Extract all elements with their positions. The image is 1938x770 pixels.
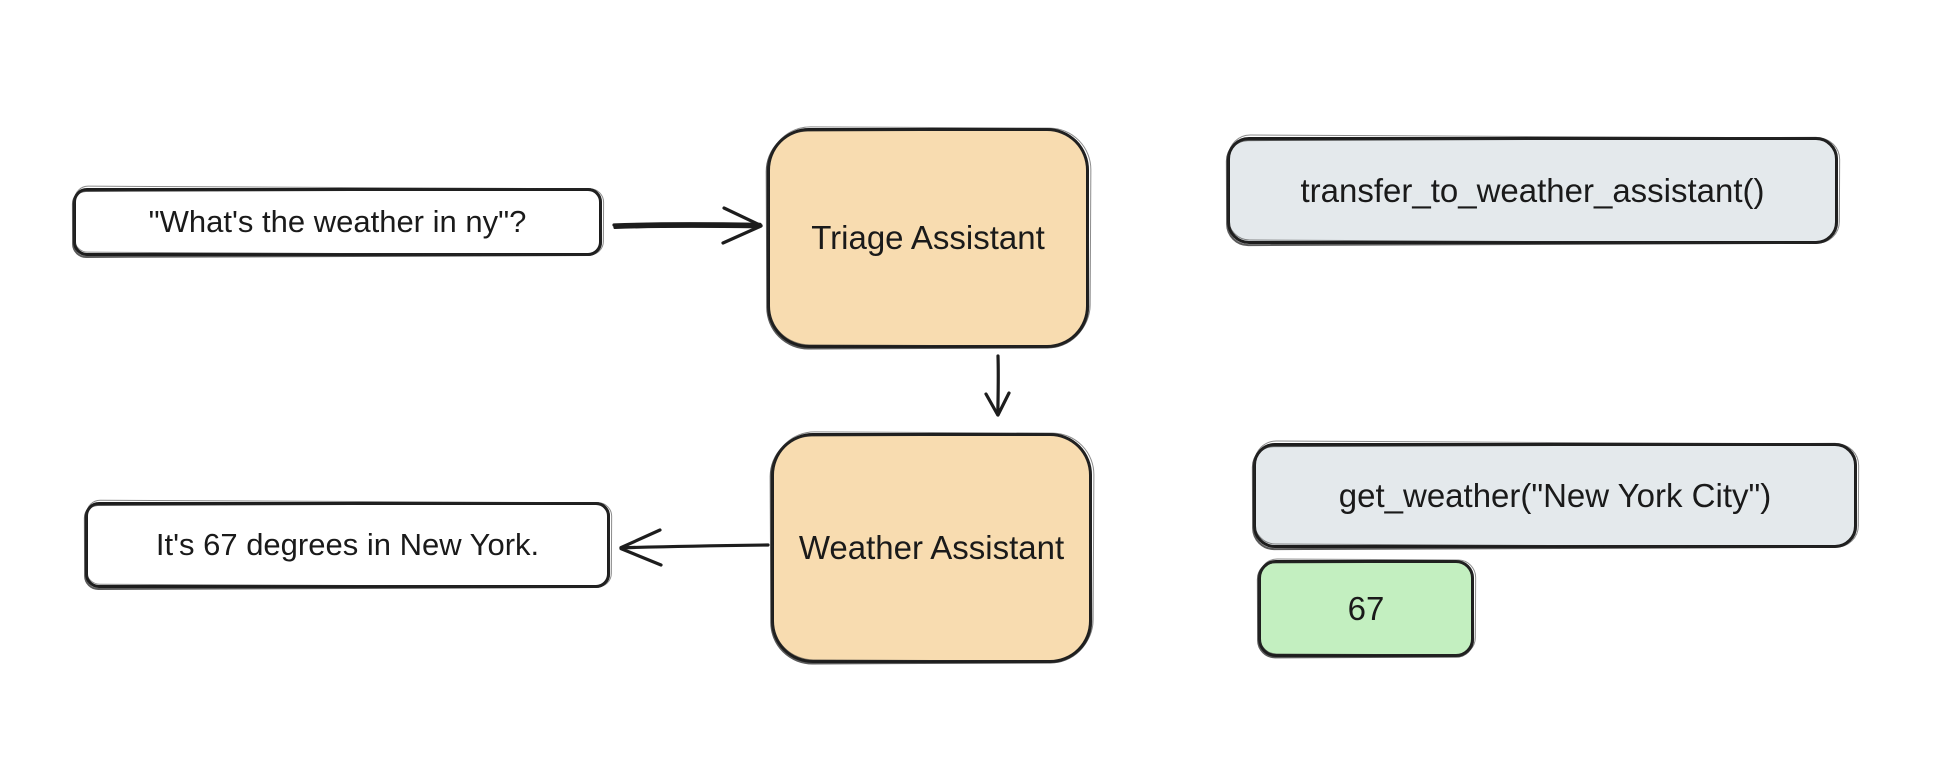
user-question-bubble[interactable]: "What's the weather in ny"? xyxy=(73,188,602,256)
assistant-answer-text: It's 67 degrees in New York. xyxy=(155,526,540,562)
user-question-text: "What's the weather in ny"? xyxy=(148,203,527,239)
tool-call-transfer-label: transfer_to_weather_assistant() xyxy=(1300,171,1765,209)
tool-result-temperature[interactable]: 67 xyxy=(1258,560,1474,657)
arrow-weather-to-user-icon xyxy=(619,528,770,567)
tool-call-get-weather-label: get_weather("New York City") xyxy=(1338,476,1772,514)
node-weather-assistant-label: Weather Assistant xyxy=(798,529,1065,567)
tool-call-transfer-to-weather-assistant[interactable]: transfer_to_weather_assistant() xyxy=(1227,137,1838,244)
tool-call-get-weather[interactable]: get_weather("New York City") xyxy=(1253,443,1857,548)
node-triage-assistant-label: Triage Assistant xyxy=(811,219,1045,257)
arrow-triage-to-weather-icon xyxy=(984,354,1011,417)
node-triage-assistant[interactable]: Triage Assistant xyxy=(767,128,1089,348)
node-weather-assistant[interactable]: Weather Assistant xyxy=(771,433,1092,663)
assistant-answer-bubble[interactable]: It's 67 degrees in New York. xyxy=(85,502,610,588)
arrow-user-to-triage-icon xyxy=(612,206,763,245)
tool-result-temperature-value: 67 xyxy=(1347,589,1385,627)
